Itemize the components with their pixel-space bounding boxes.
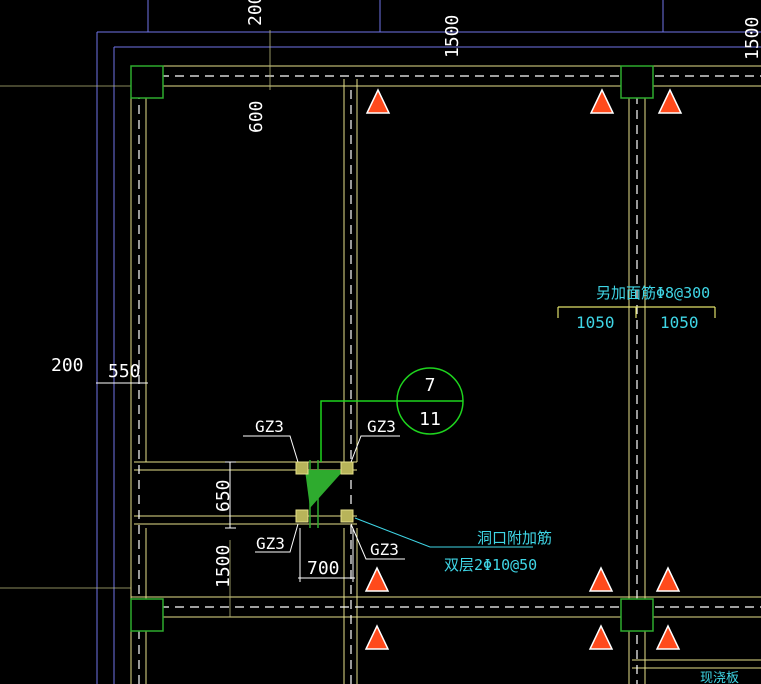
rebar-annotations: 另加面筋Φ8@300 1050 1050 洞口附加筋 双层2Φ10@50 <box>444 284 710 574</box>
callout-number-bottom: 11 <box>419 409 441 430</box>
triangle-support-icon <box>588 566 614 592</box>
gz-labels: GZ3 GZ3 GZ3 GZ3 <box>255 417 399 559</box>
gz-column-top-right <box>340 461 354 475</box>
column-bottom-left <box>130 598 164 632</box>
support-markers <box>364 88 683 650</box>
corner-columns <box>130 65 654 632</box>
triangle-support-icon <box>657 88 683 114</box>
dim-left-550: 550 <box>108 361 141 382</box>
triangle-support-icon <box>655 624 681 650</box>
dim-left-200: 200 <box>51 355 84 376</box>
slab-rebar-bracket <box>557 306 716 318</box>
triangle-support-icon <box>655 566 681 592</box>
dimension-texts: 200 1500 1500 600 200 550 650 1500 700 <box>51 0 761 588</box>
dimension-lines <box>96 382 355 582</box>
column-top-right <box>620 65 654 99</box>
triangle-support-icon <box>364 566 390 592</box>
gz-column-bottom-right <box>340 509 354 523</box>
gz-label-top-left: GZ3 <box>255 417 284 436</box>
column-bottom-right <box>620 598 654 632</box>
slab-dim-1050-right: 1050 <box>660 313 699 332</box>
gz-label-bottom-left: GZ3 <box>256 534 285 553</box>
triangle-support-icon <box>589 88 615 114</box>
slab-dim-1050-left: 1050 <box>576 313 615 332</box>
dim-mid-1500: 1500 <box>213 545 234 588</box>
opening-rebar-leader <box>354 517 533 548</box>
gz-label-bottom-right: GZ3 <box>370 540 399 559</box>
callout-number-top: 7 <box>425 375 436 396</box>
axis-lines <box>0 30 271 617</box>
opening-rebar-spec: 双层2Φ10@50 <box>444 556 537 574</box>
gz-label-top-right: GZ3 <box>367 417 396 436</box>
extra-rebar-label: 另加面筋Φ8@300 <box>596 284 710 302</box>
triangle-support-icon <box>588 624 614 650</box>
section-callout <box>320 367 464 462</box>
dim-left-600: 600 <box>246 100 267 133</box>
triangle-support-icon <box>364 624 390 650</box>
column-top-left <box>130 65 164 99</box>
callout-texts: 7 11 <box>419 375 441 430</box>
dashed-lines <box>138 75 761 684</box>
gz-column-top-left <box>295 461 309 475</box>
outer-outline <box>96 0 761 684</box>
dim-top-200: 200 <box>245 0 266 26</box>
gz-leaders <box>243 435 405 560</box>
dim-top-1500-right: 1500 <box>742 17 761 60</box>
wall-lines <box>130 65 761 684</box>
opening-hatch <box>305 460 344 528</box>
gz-columns <box>295 461 354 523</box>
dim-bottom-700: 700 <box>307 558 340 579</box>
dim-mid-650: 650 <box>213 479 234 512</box>
dim-top-1500: 1500 <box>442 15 463 58</box>
cut-off-label: 现浇板 <box>700 671 739 684</box>
gz-column-bottom-left <box>295 509 309 523</box>
triangle-support-icon <box>365 88 391 114</box>
opening-rebar-title: 洞口附加筋 <box>477 529 552 547</box>
